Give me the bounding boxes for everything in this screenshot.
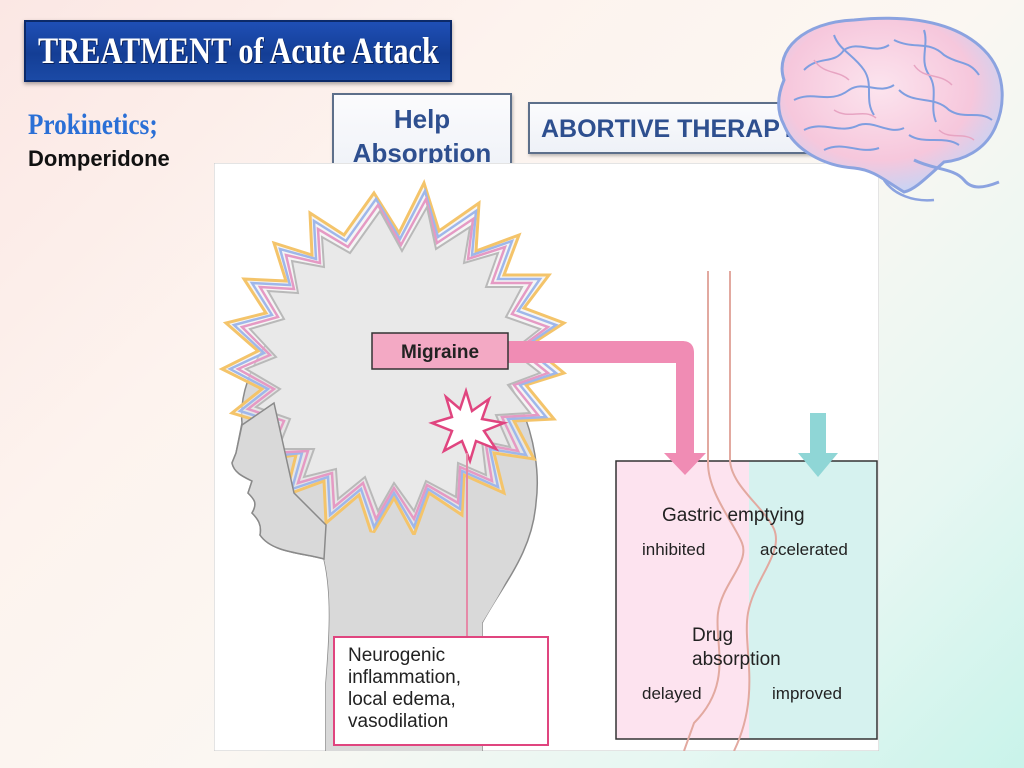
stomach-outline-right [729,271,777,751]
slide-title-banner: TREATMENT of Acute Attack [24,20,452,82]
delayed-label: delayed [642,684,702,703]
inhibited-panel [616,461,749,739]
gastric-emptying-label: Gastric emptying [662,505,805,526]
gastric-frame [615,460,878,740]
accelerated-label: accelerated [760,540,848,559]
accelerated-panel [749,461,877,739]
drug-label-line1: Drug [692,625,733,646]
drug-label-line2: absorption [692,649,781,670]
improved-label: improved [772,684,842,703]
help-absorption-line1: Help [393,104,451,134]
migraine-arrow [508,341,706,475]
domperidone-arrow [798,413,838,477]
slide-title: TREATMENT of Acute Attack [38,31,439,72]
migraine-gastric-figure: Migraine Gastric emptying inhibited acce… [214,163,879,751]
brain-icon [777,16,1004,202]
neurogenic-box [333,636,549,746]
migraine-label-box [371,332,509,370]
migraine-label: Migraine [401,342,479,363]
prokinetics-drug: Domperidone [28,146,170,171]
prokinetics-heading: Prokinetics; [28,108,158,141]
pain-star-icon [428,386,509,465]
neuro-line-3: local edema, [348,689,456,710]
neuro-line-2: inflammation, [348,667,461,688]
neuro-line-1: Neurogenic [348,645,445,666]
abortive-therapy-label: ABORTIVE THERAPY [541,115,797,143]
inhibited-label: inhibited [642,540,705,559]
stomach-outline-left [683,271,745,751]
neuro-line-4: vasodilation [348,711,448,732]
